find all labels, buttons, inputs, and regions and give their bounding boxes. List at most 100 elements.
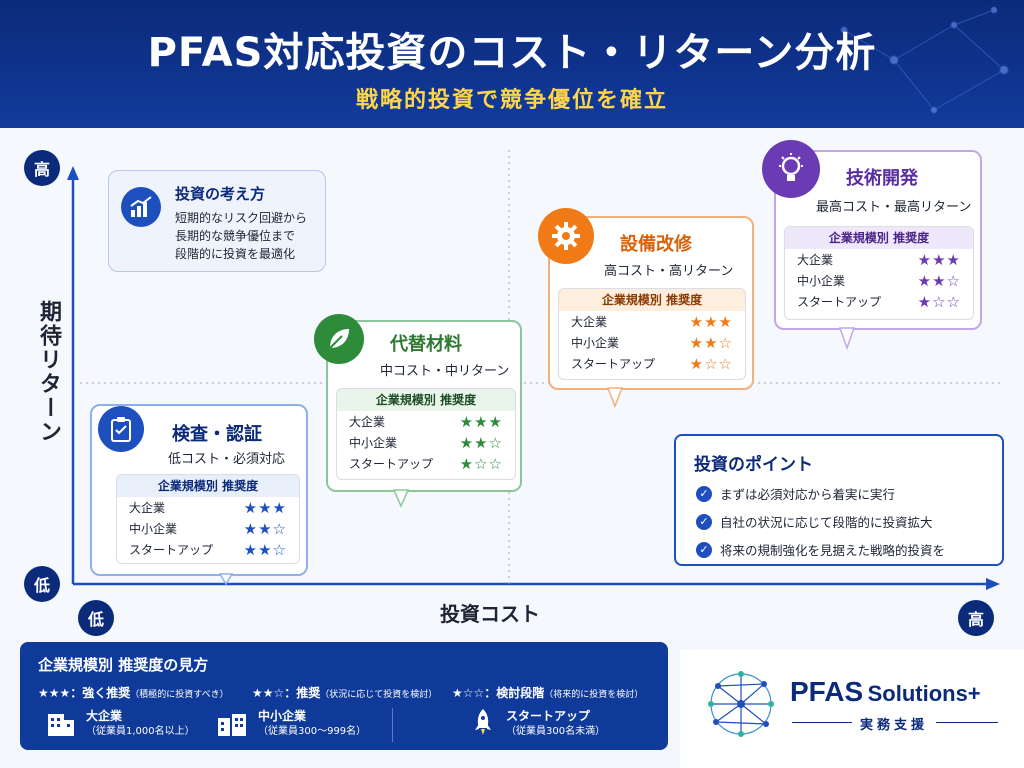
brand-name-rest: Solutions+: [867, 681, 981, 706]
size-label: 大企業: [129, 501, 166, 515]
page-title: PFAS対応投資のコスト・リターン分析: [147, 30, 877, 76]
point-text: まずは必須対応から着実に実行: [720, 487, 896, 502]
option-title: 技術開発: [846, 168, 918, 189]
y-high-badge: 高: [24, 150, 60, 186]
size-label: 中小企業: [571, 336, 620, 350]
approach-line: 段階的に投資を最適化: [175, 247, 296, 261]
recommendation-header: 企業規模別 推奨度: [337, 389, 515, 411]
leaf-icon: [314, 314, 364, 364]
legend-level: ★★★：強く推奨（積極的に投資すべき）: [38, 684, 229, 701]
option-title: 設備改修: [620, 234, 692, 255]
star-rating: ★★★: [689, 312, 733, 331]
brand-logo: PFAS Solutions+ 実務支援: [680, 650, 1024, 768]
approach-card: 投資の考え方 短期的なリスク回避から 長期的な競争優位まで 段階的に投資を最適化: [108, 170, 326, 272]
point-text: 将来の規制強化を見据えた戦略的投資を: [720, 543, 946, 558]
point-text: 自社の状況に応じて段階的に投資拡大: [720, 515, 933, 530]
legend-stars: ★★☆: [252, 686, 285, 700]
list-item: 大企業★★★: [117, 497, 299, 518]
option-card-equipment[interactable]: 設備改修 高コスト・高リターン 企業規模別 推奨度 大企業★★★ 中小企業★★☆…: [538, 208, 754, 390]
recommendation-table: 企業規模別 推奨度 大企業★★★ 中小企業 ★★☆ スタートアップ ★★☆: [116, 474, 300, 564]
recommendation-header: 企業規模別 推奨度: [785, 227, 973, 249]
investment-points-panel: 投資のポイント ✓ まずは必須対応から着実に実行 ✓ 自社の状況に応じて段階的に投資…: [674, 434, 1004, 566]
star-rating: ★★☆: [689, 333, 733, 352]
star-rating: ★★★: [459, 412, 503, 431]
list-item: ✓ 自社の状況に応じて段階的に投資拡大: [696, 512, 933, 531]
rocket-icon: [475, 709, 491, 735]
list-item: 中小企業 ★★☆: [117, 518, 299, 539]
brand-name-bold: PFAS: [790, 676, 864, 707]
size-label: 大企業: [797, 253, 834, 267]
star-rating: ★★☆: [917, 271, 961, 290]
check-icon: ✓: [696, 485, 712, 502]
list-item: 中小企業 ★★☆: [785, 270, 973, 291]
option-subtitle: 最高コスト・最高リターン: [816, 200, 972, 215]
legend-label: ：推奨: [284, 686, 321, 700]
size-name: 中小企業: [258, 709, 307, 723]
size-label: スタートアップ: [571, 357, 656, 371]
size-info: 中小企業 （従業員300〜999名）: [258, 708, 366, 740]
option-subtitle: 高コスト・高リターン: [604, 264, 734, 279]
check-icon: ✓: [696, 513, 712, 530]
tail-inspection: [218, 573, 234, 586]
list-item: ✓ まずは必須対応から着実に実行: [696, 484, 895, 503]
list-item: ✓ 将来の規制強化を見据えた戦略的投資を: [696, 540, 945, 559]
network-decoration-icon: [840, 6, 1009, 114]
legend-label: ：強く推奨: [70, 686, 131, 700]
list-item: 大企業★★★: [337, 411, 515, 432]
star-rating: ★☆☆: [459, 454, 503, 473]
size-note: （従業員300名未満）: [506, 726, 606, 737]
recommendation-header: 企業規模別 推奨度: [117, 475, 299, 497]
header-banner: PFAS対応投資のコスト・リターン分析 戦略的投資で競争優位を確立: [0, 0, 1024, 128]
size-label: スタートアップ: [129, 543, 214, 557]
star-rating: ★★☆: [459, 433, 503, 452]
recommendation-table: 企業規模別 推奨度 大企業★★★ 中小企業 ★★☆ スタートアップ★☆☆: [336, 388, 516, 480]
size-label: 中小企業: [349, 436, 398, 450]
size-info: スタートアップ（従業員300名未満）: [506, 708, 605, 740]
check-icon: ✓: [696, 541, 712, 558]
approach-line: 短期的なリスク回避から: [175, 211, 308, 225]
recommendation-table: 企業規模別 推奨度 大企業★★★ 中小企業★★☆ スタートアップ★☆☆: [558, 288, 746, 380]
option-card-rnd[interactable]: 技術開発 最高コスト・最高リターン 企業規模別 推奨度 大企業 ★★★ 中小企業 ★…: [762, 140, 982, 330]
brand-tagline: 実務支援: [852, 714, 937, 733]
x-low-badge: 低: [78, 600, 114, 636]
list-item: スタートアップ ★★☆: [117, 539, 299, 560]
legend-note: （状況に応じて投資を検討）: [320, 690, 438, 700]
points-title: 投資のポイント: [694, 455, 813, 475]
x-axis-label: 投資コスト: [440, 602, 540, 626]
y-axis-label: 期待リターン: [36, 300, 61, 444]
size-note: （従業員300〜999名）: [258, 726, 367, 737]
option-card-materials[interactable]: 代替材料 中コスト・中リターン 企業規模別 推奨度 大企業★★★ 中小企業★★☆…: [314, 314, 522, 492]
building-icon: [48, 714, 74, 736]
option-card-inspection[interactable]: 検査・認証 低コスト・必須対応 企業規模別 推奨度 大企業★★★ 中小企業 ★★☆…: [90, 404, 308, 576]
list-item: 中小企業 ★★☆: [337, 432, 515, 453]
list-item: 中小企業 ★★☆: [559, 332, 745, 353]
option-subtitle: 中コスト・中リターン: [380, 364, 510, 379]
approach-title: 投資の考え方: [175, 185, 266, 203]
legend-note: （積極的に投資すべき）: [130, 690, 229, 700]
list-item: 大企業 ★★★: [559, 311, 745, 332]
size-label: スタートアップ: [797, 295, 882, 309]
legend-label: ：検討段階: [484, 686, 545, 700]
tail-materials: [392, 489, 410, 508]
building-icon: [218, 714, 246, 736]
lightbulb-icon: [762, 140, 820, 198]
size-note: （従業員1,000名以上）: [86, 726, 195, 737]
option-title: 検査・認証: [172, 424, 262, 445]
legend-stars: ★☆☆: [452, 686, 485, 700]
y-low-badge: 低: [24, 566, 60, 602]
star-rating: ★★★: [917, 250, 961, 269]
legend-divider: [392, 708, 393, 742]
size-label: 中小企業: [129, 522, 178, 536]
legend-stars: ★★★: [38, 686, 71, 700]
x-high-badge: 高: [958, 600, 994, 636]
star-rating: ★★☆: [243, 540, 287, 559]
star-rating: ★☆☆: [689, 354, 733, 373]
star-rating: ★☆☆: [917, 292, 961, 311]
list-item: スタートアップ★☆☆: [337, 453, 515, 474]
size-label: 中小企業: [797, 274, 846, 288]
gear-icon: [538, 208, 594, 264]
option-subtitle: 低コスト・必須対応: [168, 452, 286, 467]
size-label: 大企業: [571, 315, 608, 329]
list-item: 大企業 ★★★: [785, 249, 973, 270]
star-rating: ★★☆: [243, 519, 287, 538]
